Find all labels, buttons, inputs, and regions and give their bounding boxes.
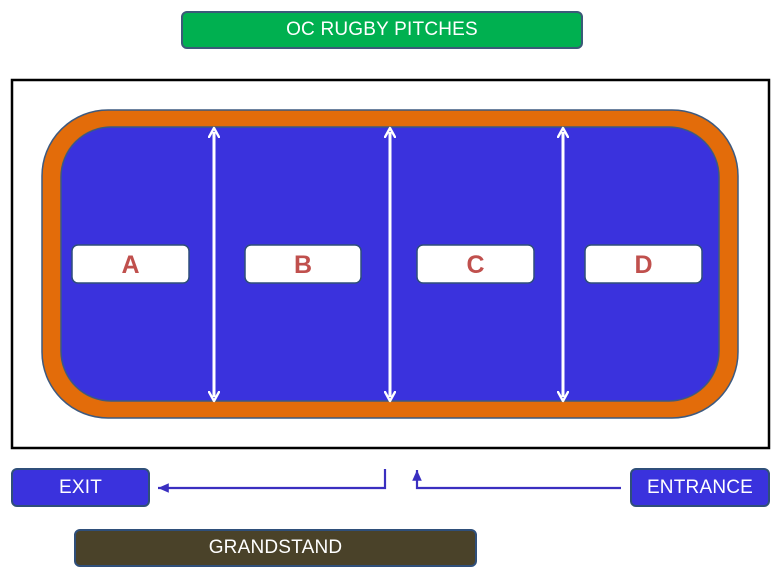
pitch-a-label: A	[121, 251, 139, 279]
pitch-c-label-box	[416, 244, 535, 284]
diagram-title: OC RUGBY PITCHES	[181, 11, 583, 49]
grandstand-label-box: GRANDSTAND	[74, 529, 477, 567]
pitch-a-label-box	[71, 244, 190, 284]
pitch-c-label: C	[466, 251, 484, 279]
pitch-b-label: B	[294, 251, 312, 279]
entrance-path-arrow	[412, 470, 621, 490]
entrance-label-box: ENTRANCE	[630, 468, 770, 507]
pitch-d-label: D	[634, 251, 652, 279]
exit-label-box: EXIT	[11, 468, 150, 507]
pitch-b-label-box	[244, 244, 362, 284]
exit-path-arrow	[158, 469, 387, 493]
pitch-b: B	[244, 244, 362, 284]
pitch-c: C	[416, 244, 535, 284]
pitch-d-label-box	[584, 244, 703, 284]
pitch-a: A	[71, 244, 190, 284]
pitch-d: D	[584, 244, 703, 284]
